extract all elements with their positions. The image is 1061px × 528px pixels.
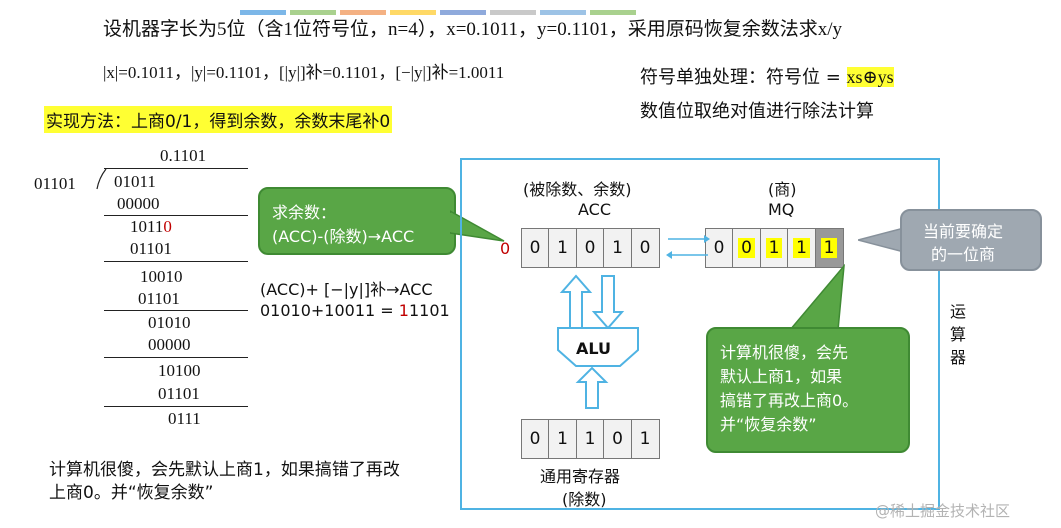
division-row: 00000 [117, 194, 160, 213]
remainder-bubble-line1: 求余数： [272, 203, 337, 222]
acc-register: 0 1 0 1 0 [520, 228, 660, 268]
division-row: 10100 [158, 361, 201, 380]
mq-bit: 0 [732, 228, 761, 268]
acc-bit: 1 [548, 228, 577, 268]
division-bar [104, 168, 248, 169]
alu-shape [557, 327, 639, 367]
division-line [104, 357, 248, 358]
acc-label: ACC [578, 200, 612, 219]
acc-caption: (被除数、余数) [523, 180, 632, 199]
mq-bit-value: 1 [793, 238, 810, 258]
quotient-bubble: 当前要确定 的一位商 [900, 209, 1042, 271]
abs-value-note: 数值位取绝对值进行除法计算 [640, 101, 874, 122]
arithmetic-unit-frame [460, 158, 940, 510]
sign-formula: xs⊕ys [846, 67, 894, 87]
note-bubble-line: 默认上商1，如果 [720, 367, 843, 386]
mq-bit: 1 [787, 228, 816, 268]
register-bit: 1 [630, 419, 660, 459]
equation-line: |x|=0.1011，|y|=0.1101，[|y|]补=0.1101，[−|y… [103, 63, 505, 82]
unit-label-char: 算 [950, 325, 967, 344]
division-row: 01010 [148, 313, 191, 332]
mq-current-bit: 1 [814, 228, 844, 268]
division-row: 01101 [130, 239, 172, 258]
note-bubble-pointer [788, 264, 845, 331]
add-note-sum: 01010+10011 = [260, 301, 399, 320]
acc-sign-bit: 0 [500, 239, 511, 258]
top-color-strip [240, 0, 700, 15]
division-line [104, 406, 248, 407]
bottom-note: 计算机很傻，会先默认上商1，如果搞错了再改上商0。并“恢复余数” [49, 460, 400, 503]
division-row-digits: 1011 [130, 217, 164, 236]
add-note-sign-bit: 1 [398, 301, 409, 320]
note-bubble-line: 并“恢复余数” [720, 415, 817, 434]
division-bracket [96, 168, 107, 190]
mq-label: MQ [768, 200, 795, 219]
problem-title: 设机器字长为5位（含1位符号位，n=4），x=0.1011，y=0.1101，采… [103, 19, 843, 40]
register-bit: 1 [548, 419, 577, 459]
register-bit: 0 [520, 419, 550, 459]
remainder-bubble: 求余数： (ACC)-(除数)→ACC [258, 187, 456, 255]
division-row: 10010 [140, 267, 183, 286]
add-note-result: 1101 [408, 301, 450, 320]
sign-note-text: 符号单独处理：符号位 = [640, 67, 841, 88]
mq-current-bit-value: 1 [820, 238, 838, 258]
acc-bit: 1 [603, 228, 632, 268]
register-bit: 1 [575, 419, 605, 459]
note-bubble: 计算机很傻，会先 默认上商1，如果 搞错了再改上商0。 并“恢复余数” [706, 327, 910, 453]
quotient-bubble-pointer [858, 227, 904, 253]
acc-mq-arrows [666, 235, 710, 259]
watermark: @稀土掘金技术社区 [875, 502, 1011, 520]
acc-bit: 0 [520, 228, 550, 268]
unit-label-char: 器 [950, 348, 967, 367]
register-label: 通用寄存器 [540, 467, 621, 486]
unit-label-char: 运 [950, 302, 967, 321]
sign-note: 符号单独处理：符号位 = xs⊕ys [640, 63, 894, 89]
division-quotient: 0.1101 [160, 146, 207, 165]
register-bit: 0 [603, 419, 632, 459]
quotient-bubble-line1: 当前要确定 [923, 222, 1004, 241]
division-line [104, 215, 248, 216]
division-divisor: 01101 [34, 174, 76, 193]
add-note-line2: 01010+10011 = 11101 [260, 301, 450, 320]
division-row: 01011 [114, 172, 156, 191]
method-note: 实现方法：上商0/1，得到余数，余数末尾补0 [44, 106, 393, 133]
note-bubble-line: 计算机很傻，会先 [720, 343, 849, 362]
division-row: 0111 [168, 409, 201, 428]
add-note-line1: (ACC)+ [−|y|]补→ACC [260, 280, 433, 299]
acc-bit: 0 [630, 228, 660, 268]
division-row-appended-zero: 0 [163, 217, 172, 236]
quotient-bubble-line2: 的一位商 [931, 245, 996, 264]
mq-bit-value: 0 [738, 238, 755, 258]
remainder-bubble-pointer [450, 210, 505, 242]
division-row: 10110 [130, 217, 172, 237]
mq-bit-value: 1 [765, 238, 783, 258]
note-bubble-line: 搞错了再改上商0。 [720, 391, 859, 410]
unit-label: 运 算 器 [950, 300, 966, 369]
division-line [104, 261, 248, 262]
division-line [104, 310, 248, 311]
mq-register: 0 0 1 1 1 [704, 228, 844, 268]
mq-bit: 1 [759, 228, 789, 268]
register-caption: (除数) [562, 490, 607, 509]
alu-label: ALU [576, 339, 611, 358]
mq-caption: (商) [768, 180, 797, 199]
division-row: 01101 [138, 289, 180, 308]
alu-datapath [557, 274, 639, 409]
division-row: 01101 [158, 384, 200, 403]
acc-bit: 0 [575, 228, 605, 268]
general-register: 0 1 1 0 1 [520, 419, 660, 459]
division-row: 00000 [148, 335, 191, 354]
remainder-bubble-line2: (ACC)-(除数)→ACC [272, 227, 415, 246]
mq-bit: 0 [704, 228, 734, 268]
